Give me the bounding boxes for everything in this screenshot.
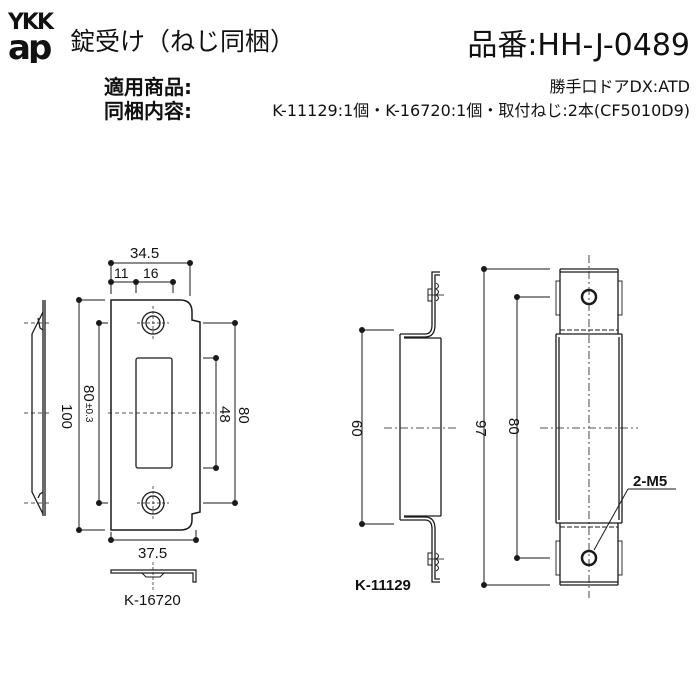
box-front-dimension-lines — [483, 268, 676, 586]
dim-overall-height: 97 — [472, 420, 489, 437]
box-dimension-dots — [359, 327, 365, 527]
spec-applicable-product: 適用商品: 勝手口ドアDX:ATD — [104, 71, 690, 99]
plate-dimension-labels: 34.5 11 16 100 80 ±0.3 80 48 37.5 — [58, 245, 252, 562]
spec-package-contents: 同梱内容: K-11129:1個・K-16720:1個・取付ねじ:2本(CF50… — [104, 95, 690, 123]
hole-callout: 2-M5 — [633, 473, 667, 490]
box-strike-front — [540, 255, 638, 598]
dim-bottom-width: 37.5 — [138, 545, 167, 562]
dim-hole-offset-b: 16 — [143, 265, 159, 281]
dim-hole-offset-a: 11 — [114, 265, 129, 281]
spec-label: 同梱内容: — [104, 99, 192, 123]
box-front-dimension-dots — [481, 266, 520, 588]
part-label-k11129: K-11129 — [355, 577, 411, 594]
dim-box-depth: 60 — [348, 420, 365, 437]
logo-text-ap: ap — [8, 28, 51, 63]
screw-hole-top — [137, 306, 169, 340]
spec-value: K-11129:1個・K-16720:1個・取付ねじ:2本(CF5010D9) — [272, 101, 690, 120]
dim-height-outer: 100 — [58, 404, 75, 429]
dimension-dots — [76, 260, 238, 543]
strike-plate-front — [108, 299, 214, 531]
plate-side-profile — [24, 300, 50, 516]
dim-tolerance: ±0.3 — [83, 403, 94, 423]
dim-width-total: 34.5 — [130, 245, 159, 262]
screw-hole-bottom — [137, 486, 169, 520]
box-strike-side — [384, 271, 458, 583]
brand-logo-icon: YKK ap — [7, 10, 57, 68]
part-number: 品番:HH-J-0489 — [467, 28, 690, 63]
spec-label: 適用商品: — [104, 75, 192, 99]
dim-hole-pitch-right: 80 — [235, 407, 252, 424]
ykk-ap-logo: YKK ap — [7, 7, 63, 68]
plate-dimension-lines — [78, 262, 236, 541]
logo-text-ykk: YKK — [7, 10, 55, 35]
dim-hole-pitch-left: 80 — [80, 385, 97, 402]
dim-box-hole-pitch: 80 — [505, 418, 522, 435]
dim-slot-height: 48 — [216, 406, 233, 423]
product-title: 錠受け（ねじ同梱） — [70, 27, 296, 56]
part-label-k16720: K-16720 — [124, 592, 181, 609]
k16720-top-view: K-16720 — [110, 562, 197, 609]
box-dimension-lines — [361, 329, 394, 525]
spec-value: 勝手口ドアDX:ATD — [549, 77, 690, 96]
